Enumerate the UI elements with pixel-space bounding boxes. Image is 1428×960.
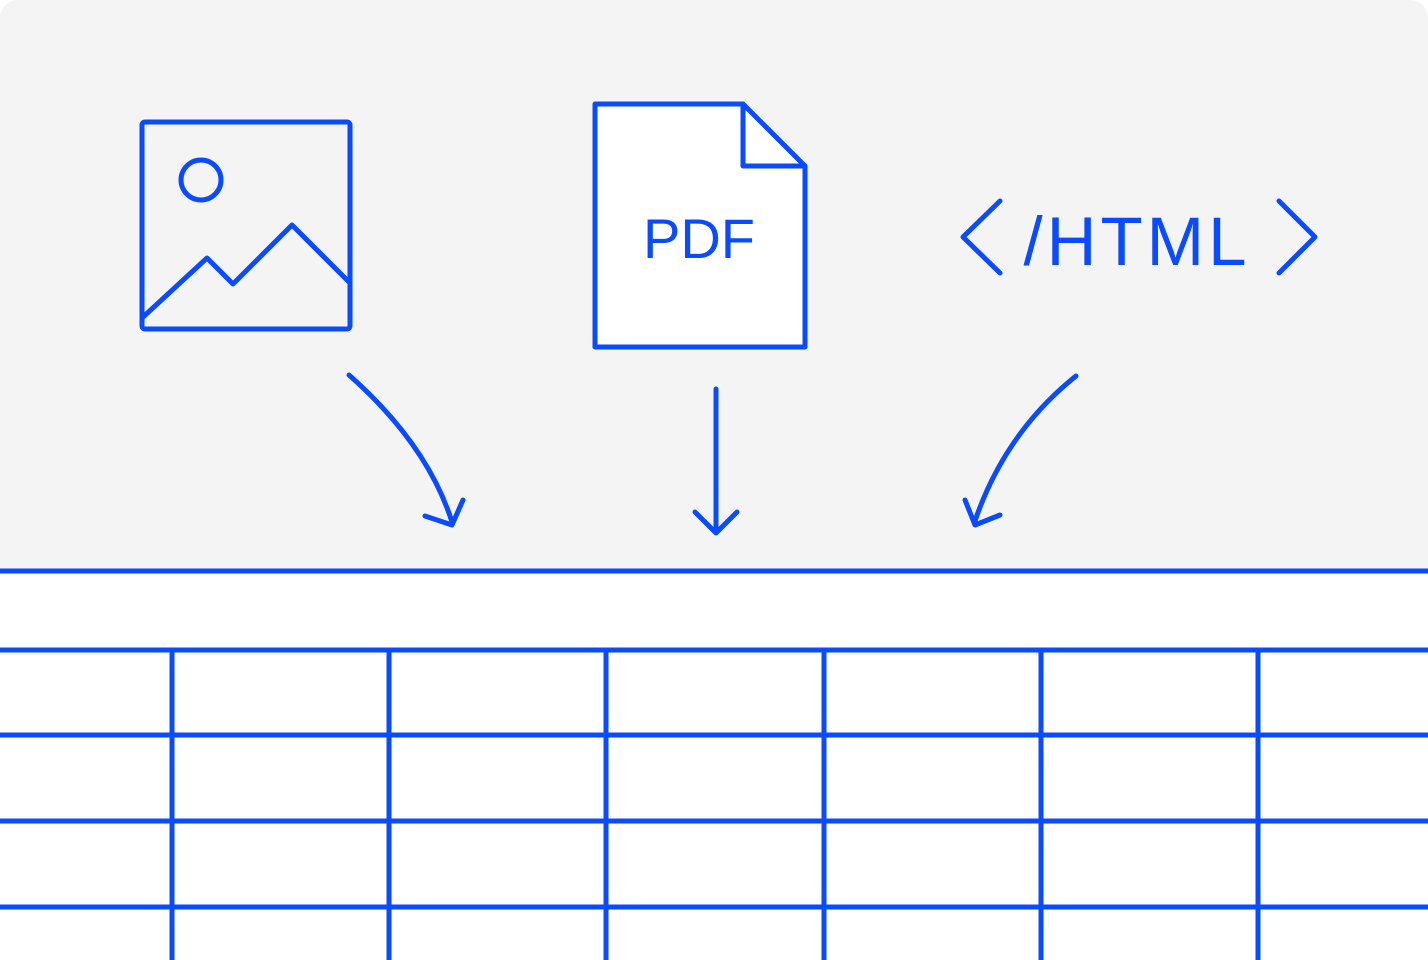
html-arrow-icon [962,373,1079,528]
right-angle-bracket-icon [1276,198,1318,276]
pdf-arrow-icon [692,386,740,536]
pdf-label: PDF [643,207,755,270]
pdf-file-icon [592,101,808,350]
arrow-icons [346,372,1079,536]
image-icon [139,119,353,332]
left-angle-bracket-icon [960,198,1003,276]
table-area-background [0,571,1428,960]
html-label: /HTML [1024,203,1251,280]
image-arrow-icon [346,372,466,528]
html-code-icon [960,198,1318,276]
table-grid [0,568,1428,960]
